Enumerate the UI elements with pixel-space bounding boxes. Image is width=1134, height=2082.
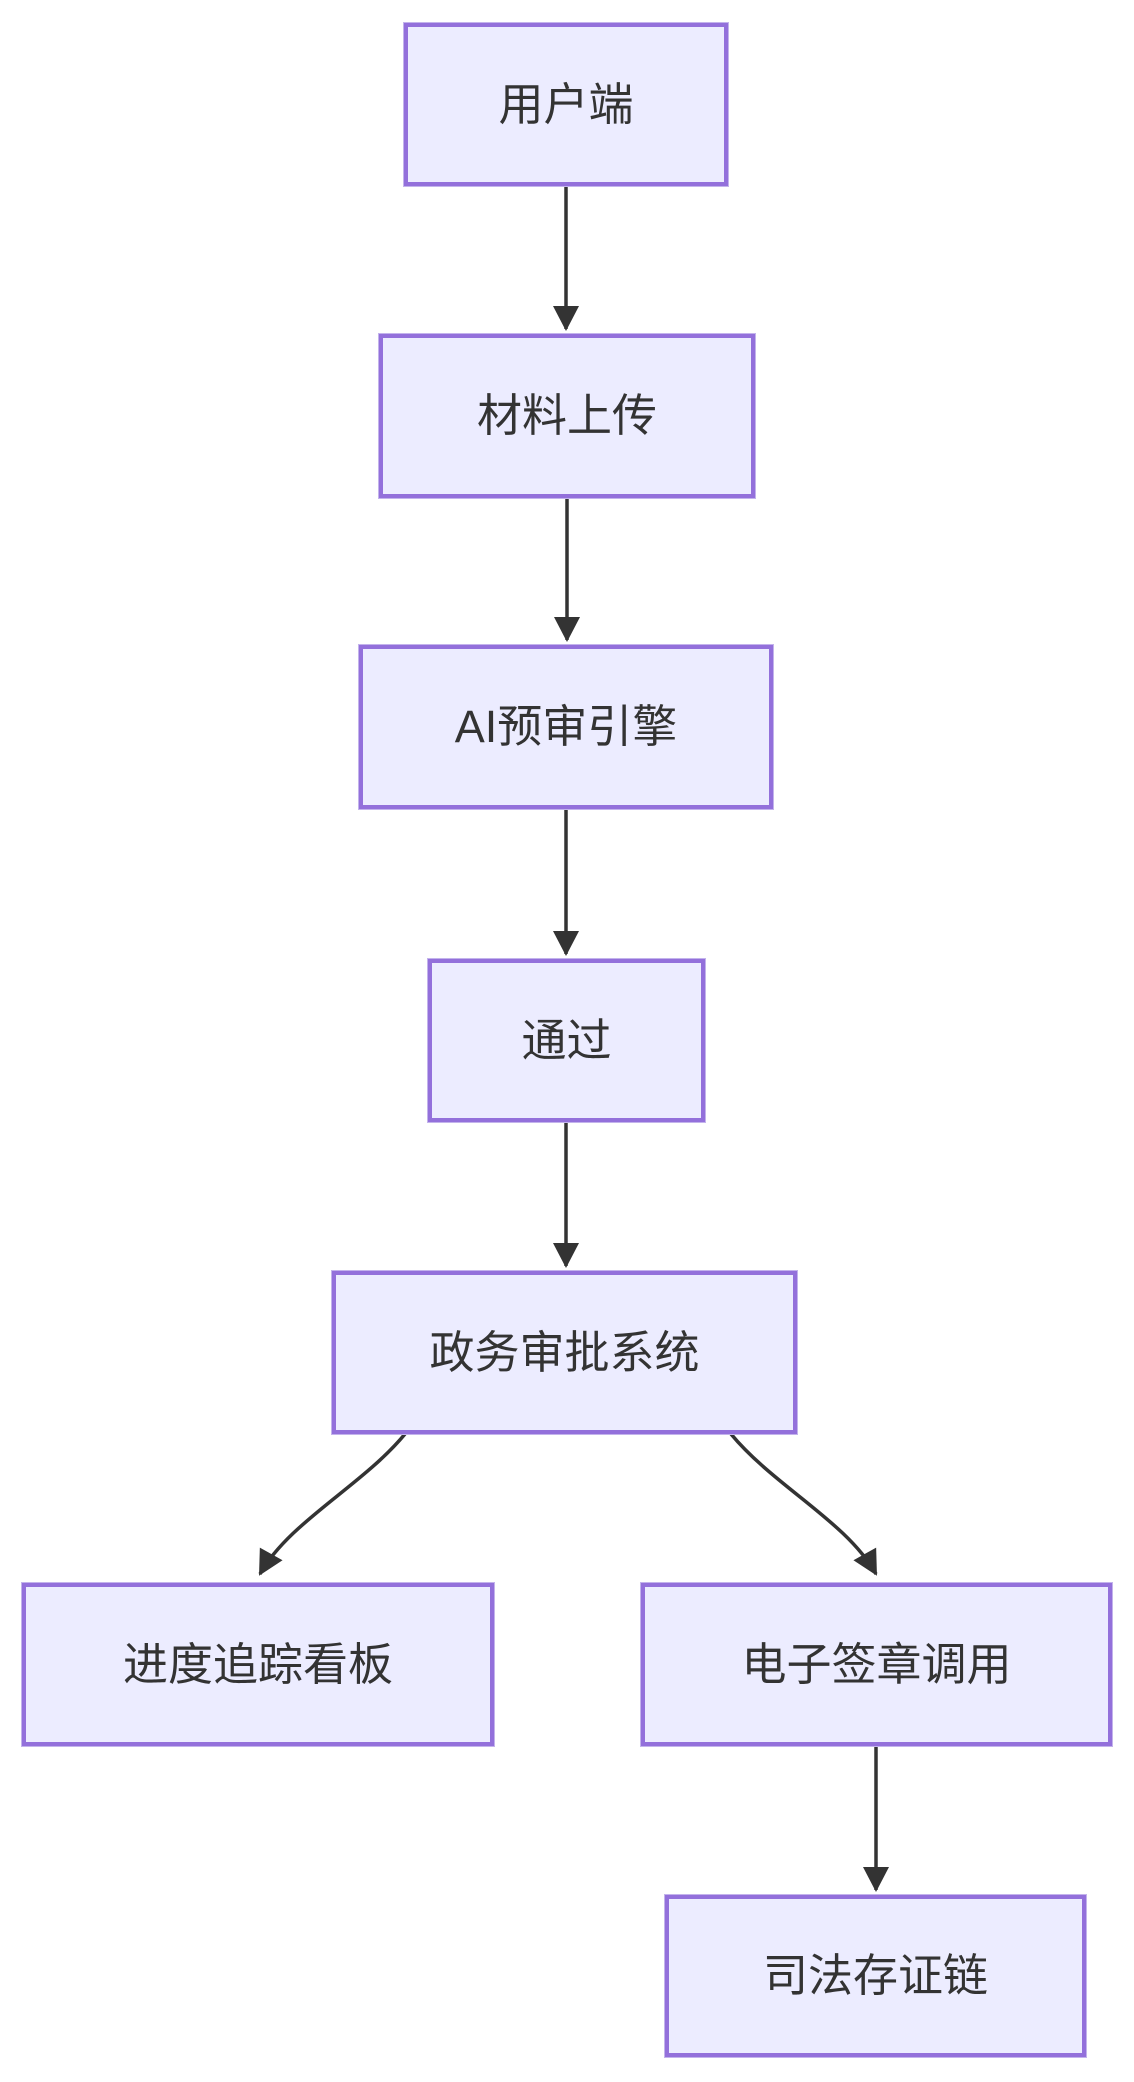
node-pass: 通过 <box>428 959 705 1122</box>
node-ai-review-engine: AI预审引擎 <box>359 645 773 809</box>
node-electronic-signature-call: 电子签章调用 <box>641 1583 1112 1746</box>
node-government-approval-system: 政务审批系统 <box>332 1271 797 1434</box>
edge-gov-to-progress-arrow <box>258 1432 407 1576</box>
node-judicial-evidence-chain: 司法存证链 <box>665 1895 1086 2057</box>
node-user-client: 用户端 <box>404 23 728 186</box>
edge-gov-to-esign-arrow <box>729 1432 878 1576</box>
node-material-upload: 材料上传 <box>379 334 755 498</box>
node-progress-tracking-board: 进度追踪看板 <box>22 1583 494 1746</box>
